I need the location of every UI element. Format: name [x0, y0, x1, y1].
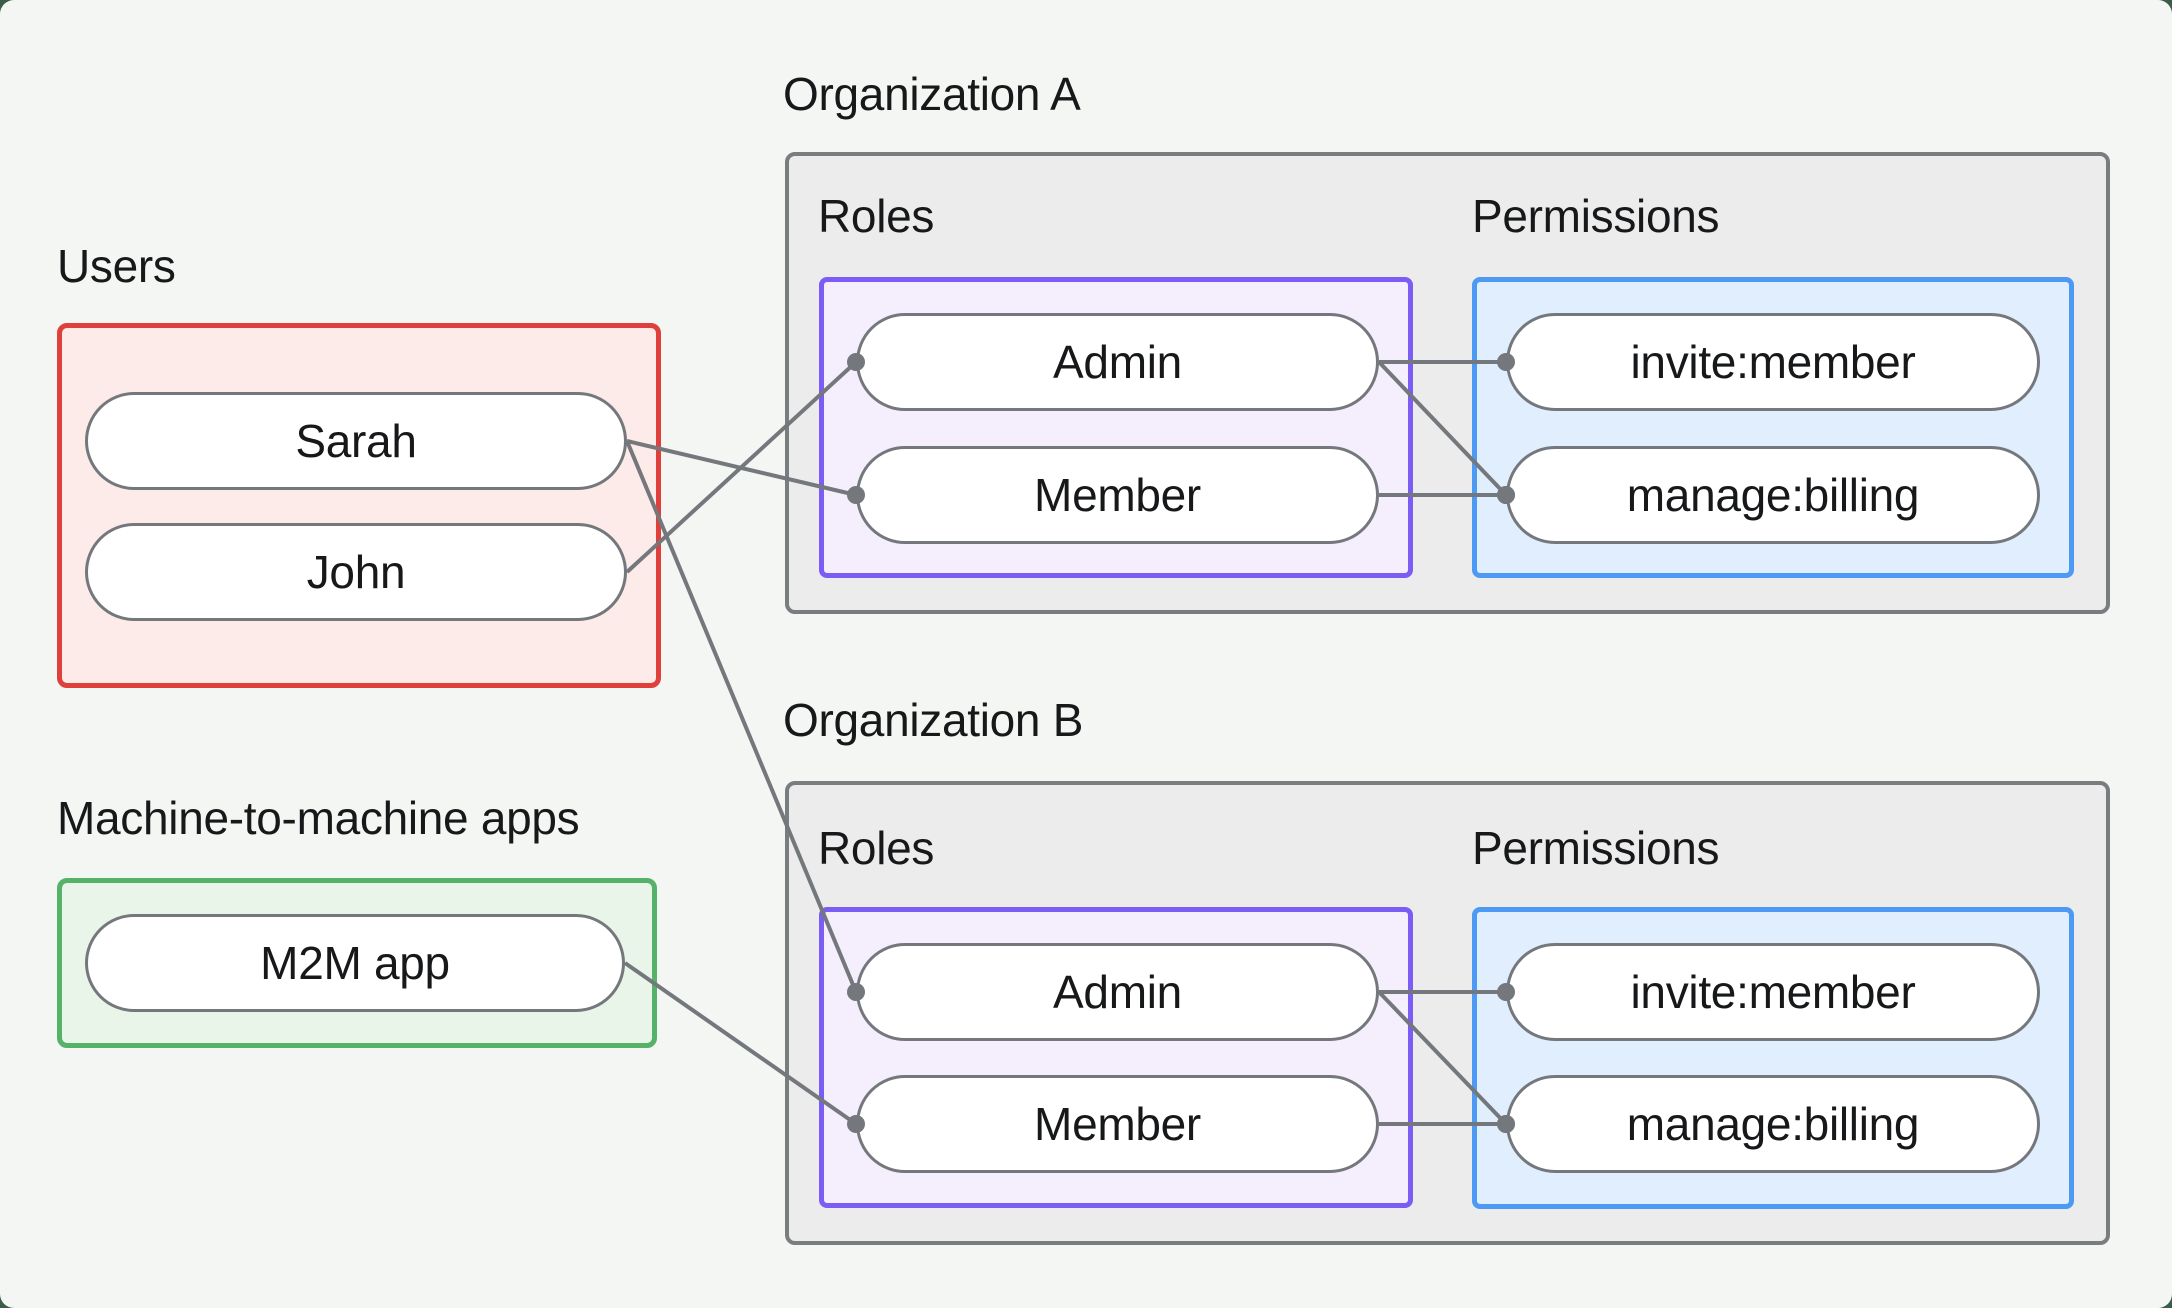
org-b-permission-invite-member: invite:member: [1506, 943, 2040, 1041]
org-b-permissions-label: Permissions: [1472, 822, 1720, 874]
org-a-permission-invite-member: invite:member: [1506, 313, 2040, 411]
org-a-role-admin: Admin: [856, 313, 1379, 411]
users-group-box: [57, 323, 661, 688]
org-a-title: Organization A: [783, 68, 1081, 120]
m2m-node-app: M2M app: [85, 914, 625, 1012]
org-a-permissions-label: Permissions: [1472, 190, 1720, 242]
user-node-sarah: Sarah: [85, 392, 627, 490]
org-b-title: Organization B: [783, 694, 1084, 746]
org-b-roles-label: Roles: [818, 822, 935, 874]
m2m-group-label: Machine-to-machine apps: [57, 792, 580, 844]
org-a-permission-manage-billing: manage:billing: [1506, 446, 2040, 544]
users-group-label: Users: [57, 240, 176, 292]
org-b-permission-manage-billing: manage:billing: [1506, 1075, 2040, 1173]
user-node-john: John: [85, 523, 627, 621]
org-b-role-admin: Admin: [856, 943, 1379, 1041]
org-a-role-member: Member: [856, 446, 1379, 544]
org-b-role-member: Member: [856, 1075, 1379, 1173]
org-a-roles-label: Roles: [818, 190, 935, 242]
